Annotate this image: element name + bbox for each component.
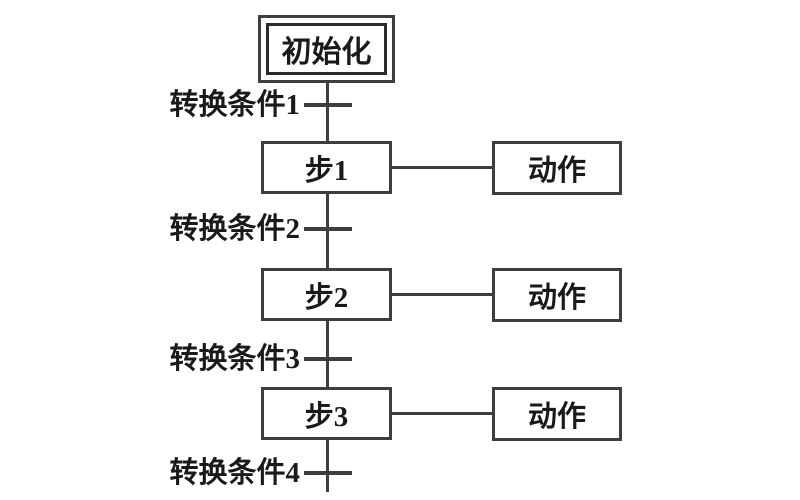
initial-step-inner-box: 初始化 — [266, 23, 387, 75]
transition-tick-3 — [304, 357, 352, 361]
action-box-1: 动作 — [492, 141, 622, 195]
step-label-3: 步3 — [304, 400, 349, 433]
step-box-3: 步3 — [261, 387, 392, 440]
transition-label-2: 转换条件2 — [169, 213, 300, 245]
transition-tick-4 — [304, 471, 352, 475]
action-connector-3 — [390, 412, 494, 415]
transition-label-1: 转换条件1 — [169, 89, 300, 121]
step-label-2: 步2 — [304, 281, 349, 314]
initial-step-label: 初始化 — [281, 36, 372, 69]
step-box-2: 步2 — [261, 268, 392, 321]
initial-step-box: 初始化 — [258, 15, 395, 83]
step-label-1: 步1 — [304, 154, 349, 187]
transition-label-4: 转换条件4 — [169, 457, 300, 489]
action-box-2: 动作 — [492, 268, 622, 322]
action-box-3: 动作 — [492, 387, 622, 441]
step-box-1: 步1 — [261, 141, 392, 194]
transition-label-3: 转换条件3 — [169, 343, 300, 375]
transition-tick-1 — [304, 103, 352, 107]
transition-tick-2 — [304, 227, 352, 231]
action-label-1: 动作 — [527, 155, 586, 187]
action-label-3: 动作 — [527, 401, 586, 433]
action-label-2: 动作 — [527, 282, 586, 314]
action-connector-1 — [390, 166, 494, 169]
action-connector-2 — [390, 293, 494, 296]
